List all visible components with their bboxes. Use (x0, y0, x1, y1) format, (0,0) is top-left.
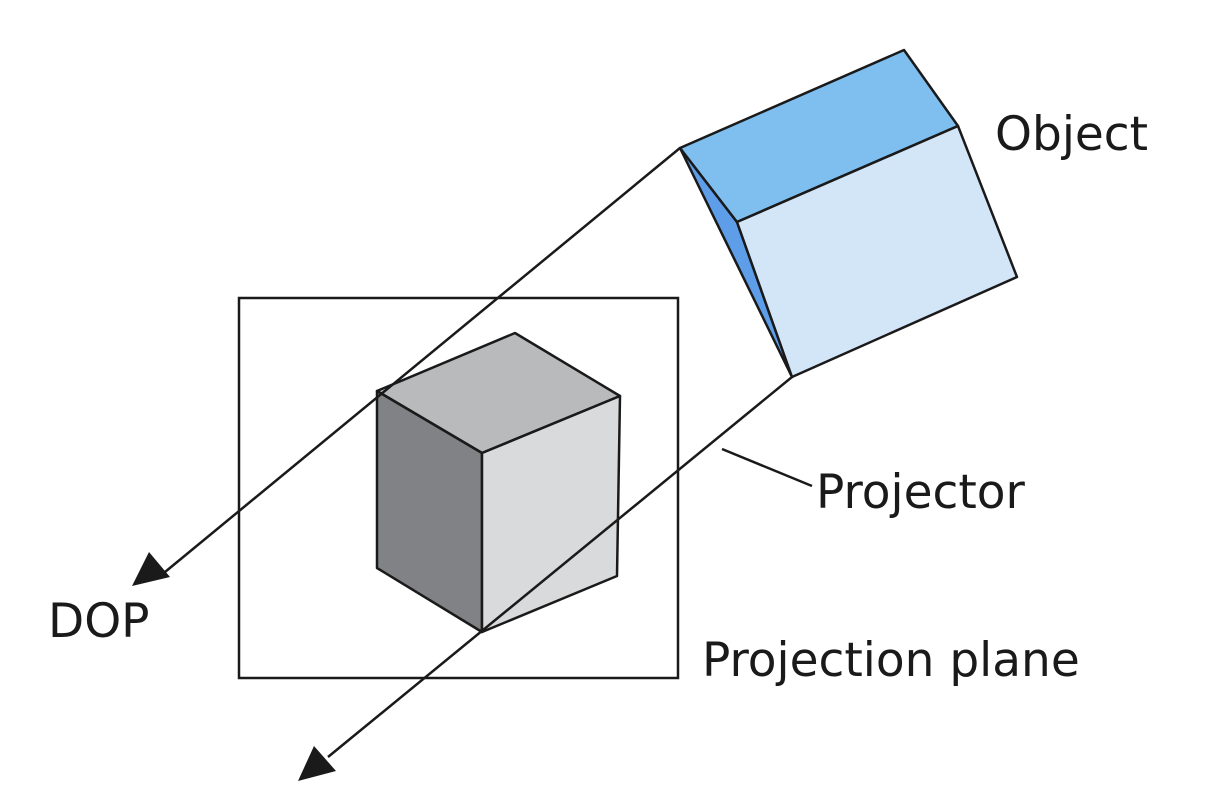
dop-arrowhead-lower (298, 746, 336, 781)
projected-cube-right-face (480, 394, 622, 634)
dop-arrowhead-upper (132, 552, 170, 586)
projection-plane-label: Projection plane (702, 633, 1080, 688)
projector-line-lower (327, 376, 793, 758)
projected-cube (375, 331, 622, 634)
dop-label: DOP (48, 594, 150, 649)
projection-plane-rect (237, 296, 680, 680)
object-cube (678, 48, 1019, 379)
object-label: Object (995, 107, 1148, 162)
object-cube-front-face (735, 124, 1019, 379)
projector-line-upper (164, 147, 681, 573)
projector-leader-line (721, 447, 813, 488)
projector-label: Projector (816, 465, 1026, 520)
